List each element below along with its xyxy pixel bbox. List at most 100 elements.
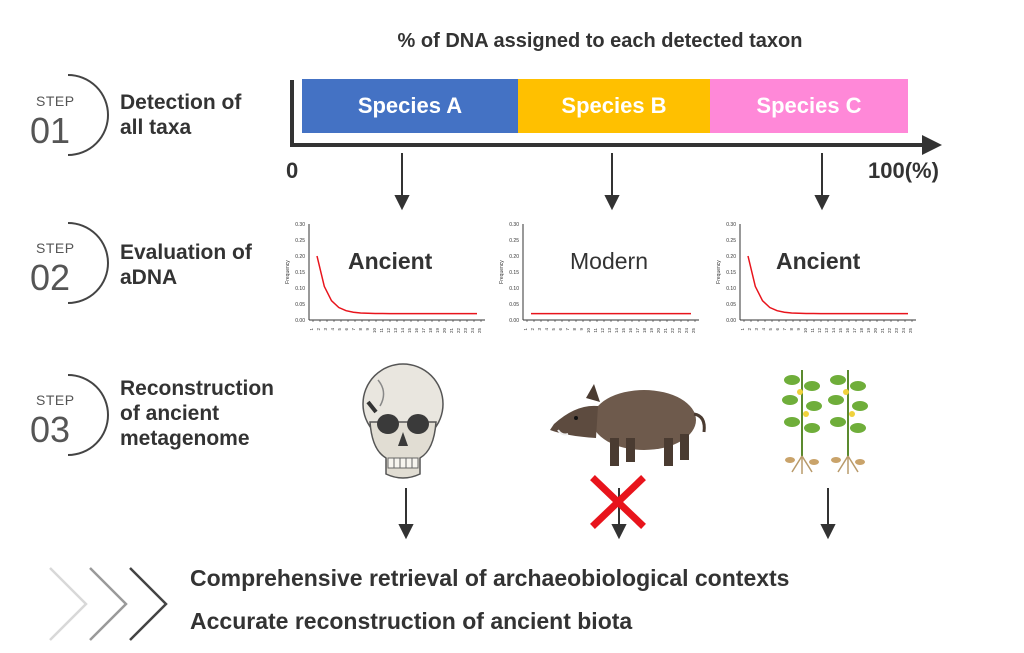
mini-xtick-label: 1 [740, 328, 745, 331]
mini-xtick-label: 11 [593, 328, 598, 333]
mini-xtick-label: 2 [316, 328, 321, 331]
mini-xtick-label: 10 [586, 328, 591, 334]
mini-xtick-label: 4 [761, 328, 766, 331]
mini-xtick-label: 3 [754, 328, 759, 331]
mini-xtick-label: 25 [691, 328, 696, 334]
mini-ytick-label: 0.20 [509, 254, 519, 260]
mini-xtick-label: 25 [908, 328, 913, 334]
mini-xtick-label: 18 [642, 328, 647, 334]
mini-ytick-label: 0.00 [295, 318, 305, 324]
mini-ytick-label: 0.30 [295, 222, 305, 228]
mini-xtick-label: 14 [400, 328, 405, 334]
mini-xtick-label: 13 [824, 328, 829, 334]
mini-ytick-label: 0.25 [295, 238, 305, 244]
status-label-species-a: Ancient [348, 248, 433, 274]
mini-xtick-label: 14 [831, 328, 836, 334]
boar-icon [550, 384, 706, 466]
mini-xtick-label: 23 [463, 328, 468, 334]
step-number: 03 [30, 409, 71, 450]
arrow-down-icon [814, 153, 830, 211]
mini-xtick-label: 12 [817, 328, 822, 334]
step-arc [67, 74, 109, 156]
plant-icon [782, 370, 868, 474]
mini-xtick-label: 23 [677, 328, 682, 334]
mini-xtick-label: 24 [470, 328, 475, 334]
status-label-species-b: Modern [570, 248, 648, 274]
mini-xtick-label: 22 [456, 328, 461, 334]
mini-xtick-label: 12 [600, 328, 605, 334]
mini-xtick-label: 15 [621, 328, 626, 334]
mini-ytick-label: 0.10 [726, 286, 736, 292]
mini-xtick-label: 5 [337, 328, 342, 331]
mini-xtick-label: 8 [789, 328, 794, 331]
mini-xtick-label: 20 [656, 328, 661, 334]
mini-xtick-label: 23 [894, 328, 899, 334]
mini-xtick-label: 4 [544, 328, 549, 331]
step-arc [67, 222, 109, 304]
mini-xtick-label: 3 [537, 328, 542, 331]
mini-ytick-label: 0.15 [726, 270, 736, 276]
arrow-down-icon [394, 153, 410, 211]
mini-xtick-label: 24 [684, 328, 689, 334]
mini-ylabel: Frequency [285, 260, 291, 284]
mini-ytick-label: 0.00 [509, 318, 519, 324]
mini-xtick-label: 4 [330, 328, 335, 331]
mini-ytick-label: 0.30 [509, 222, 519, 228]
step-number: 02 [30, 257, 71, 298]
mini-xtick-label: 9 [796, 328, 801, 331]
mini-xtick-label: 21 [663, 328, 668, 334]
mini-xtick-label: 7 [565, 328, 570, 331]
mini-xtick-label: 6 [558, 328, 563, 331]
chart-title: % of DNA assigned to each detected taxon [397, 30, 803, 52]
mini-xtick-label: 17 [635, 328, 640, 334]
conclusion-line: Accurate reconstruction of ancient biota [190, 608, 633, 634]
step-arc [67, 374, 109, 456]
mini-xtick-label: 16 [414, 328, 419, 334]
mini-xtick-label: 25 [477, 328, 482, 334]
cross-icon [590, 475, 646, 529]
mini-xtick-label: 1 [523, 328, 528, 331]
mini-ytick-label: 0.25 [726, 238, 736, 244]
step-word: STEP [36, 392, 75, 408]
frequency-curve [747, 255, 908, 315]
mini-xtick-label: 3 [323, 328, 328, 331]
mini-xtick-label: 20 [873, 328, 878, 334]
frequency-curve [316, 255, 477, 315]
arrow-down-icon [398, 488, 414, 540]
mini-ytick-label: 0.10 [295, 286, 305, 292]
skull-icon [362, 363, 444, 479]
mini-ytick-label: 0.10 [509, 286, 519, 292]
mini-xtick-label: 15 [407, 328, 412, 334]
axis-end-label: 100(%) [868, 158, 939, 183]
mini-xtick-label: 13 [607, 328, 612, 334]
mini-ylabel: Frequency [716, 260, 722, 284]
mini-ytick-label: 0.20 [726, 254, 736, 260]
mini-ytick-label: 0.15 [295, 270, 305, 276]
chevron-right-icon [49, 567, 168, 641]
mini-xtick-label: 5 [551, 328, 556, 331]
mini-xtick-label: 19 [435, 328, 440, 334]
mini-ytick-label: 0.30 [726, 222, 736, 228]
mini-ytick-label: 0.25 [509, 238, 519, 244]
arrow-down-icon [604, 153, 620, 211]
conclusion-line: Comprehensive retrieval of archaeobiolog… [190, 565, 790, 591]
mini-xtick-label: 6 [344, 328, 349, 331]
mini-xtick-label: 24 [901, 328, 906, 334]
mini-xtick-label: 14 [614, 328, 619, 334]
mini-ytick-label: 0.05 [509, 302, 519, 308]
mini-xtick-label: 10 [803, 328, 808, 334]
mini-xtick-label: 5 [768, 328, 773, 331]
mini-xtick-label: 15 [838, 328, 843, 334]
mini-xtick-label: 2 [530, 328, 535, 331]
mini-ytick-label: 0.05 [726, 302, 736, 308]
mini-xtick-label: 7 [782, 328, 787, 331]
mini-xtick-label: 22 [670, 328, 675, 334]
mini-xtick-label: 13 [393, 328, 398, 334]
step-word: STEP [36, 93, 75, 109]
mini-xtick-label: 2 [747, 328, 752, 331]
